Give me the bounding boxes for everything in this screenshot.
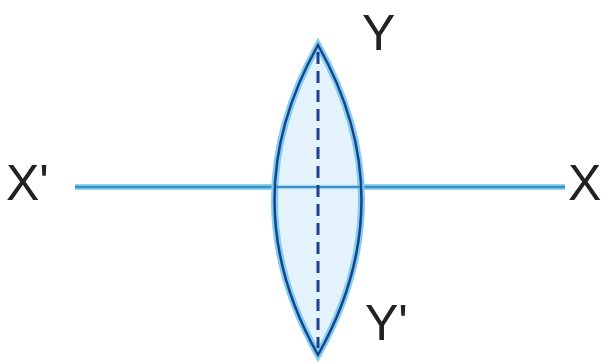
axis-through-lens	[276, 186, 318, 189]
principal-axis	[75, 186, 565, 189]
axis-label: X'	[6, 158, 49, 208]
axis-label: Y'	[365, 298, 408, 348]
convex-lens-glow	[275, 45, 362, 355]
convex-lens	[275, 45, 362, 355]
axis-through-lens	[318, 186, 360, 189]
axis-label: Y	[362, 8, 395, 58]
lens-vertical-axis	[317, 52, 320, 348]
axis-label: X	[568, 158, 601, 208]
